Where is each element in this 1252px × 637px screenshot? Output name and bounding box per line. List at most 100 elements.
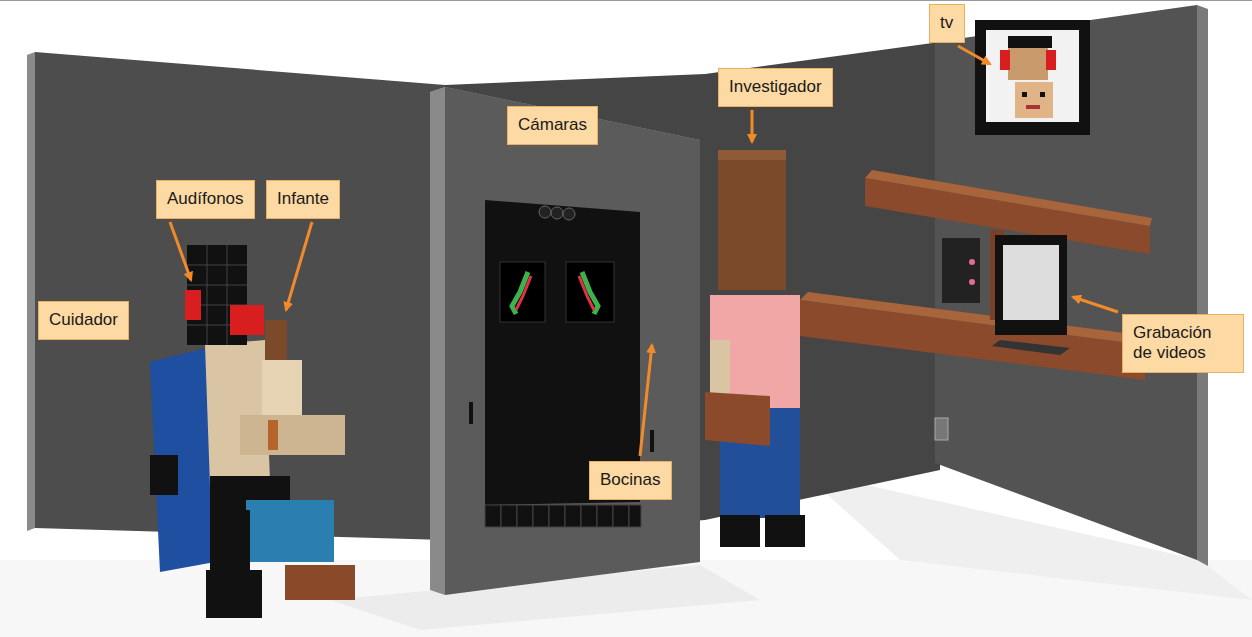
- caregiver-and-infant-part: [206, 570, 262, 618]
- caregiver-and-infant-part: [265, 320, 287, 360]
- researcher-part: [718, 150, 786, 290]
- screen-board-part: [566, 262, 614, 322]
- recording-computer-part: [1003, 245, 1059, 320]
- room-walls-part: [935, 5, 1197, 560]
- button-row-part: [597, 505, 613, 527]
- leader-arrows-part: [751, 110, 754, 142]
- caregiver-and-infant-part: [227, 245, 228, 345]
- callout-text: Cámaras: [518, 115, 587, 135]
- button-row-part: [581, 505, 597, 527]
- room-walls-part: [27, 52, 35, 531]
- caregiver-and-infant-part: [240, 415, 345, 455]
- button-row-part: [533, 505, 549, 527]
- callout-box: tv: [929, 4, 965, 43]
- screen-board-part: [579, 276, 594, 310]
- recording-computer: [942, 235, 1070, 355]
- researcher-part: [765, 515, 805, 547]
- desk-and-shelves-part: [800, 300, 1145, 380]
- button-row-part: [629, 505, 641, 527]
- tv-set-part: [975, 20, 1090, 135]
- button-row-part: [501, 505, 517, 527]
- recording-computer-part: [992, 340, 1070, 355]
- partition-wall-part: [430, 87, 445, 595]
- recording-computer-part: [969, 259, 975, 265]
- callout-box: Bocinas: [589, 461, 672, 500]
- caregiver-and-infant-part: [207, 245, 208, 345]
- tv-set-part: [1000, 50, 1010, 70]
- caregiver-and-infant-part: [187, 265, 247, 266]
- speakers-part: [650, 430, 654, 452]
- caregiver-and-infant-part: [205, 340, 270, 486]
- callout-text: tv: [940, 13, 954, 33]
- callout-box: Cuidador: [38, 301, 129, 340]
- leader-arrows: [170, 46, 1118, 456]
- speakers-part: [469, 402, 473, 424]
- button-row: [485, 505, 641, 527]
- screen-board-part: [516, 276, 531, 310]
- partition-wall: [430, 87, 700, 595]
- cameras-part: [539, 206, 551, 218]
- cameras-part: [551, 207, 563, 219]
- wall-outlet-part: [935, 418, 948, 440]
- caregiver-and-infant-part: [150, 455, 178, 495]
- tv-set-part: [986, 30, 1079, 122]
- callout-text: Cuidador: [49, 310, 118, 330]
- researcher: [705, 150, 805, 547]
- callout-text: Grabación de videos: [1133, 323, 1233, 364]
- callout-text: Audífonos: [167, 189, 244, 209]
- callout-text: Infante: [277, 189, 329, 209]
- screen-board-part: [500, 262, 545, 322]
- caregiver-and-infant-part: [246, 500, 334, 562]
- leader-arrows-part: [170, 222, 191, 280]
- callout-text: Bocinas: [600, 470, 661, 490]
- leader-arrows-part: [1073, 297, 1118, 312]
- researcher-part: [710, 295, 800, 410]
- button-row-part: [517, 505, 533, 527]
- cameras-part: [563, 208, 575, 220]
- callout-text: Investigador: [729, 77, 822, 97]
- cameras: [539, 206, 575, 220]
- caregiver-and-infant-part: [210, 510, 250, 580]
- callout-box: Grabación de videos: [1122, 314, 1244, 373]
- callout-box: Investigador: [718, 68, 833, 107]
- button-row-part: [549, 505, 565, 527]
- researcher-part: [718, 150, 786, 160]
- desk-and-shelves-part: [865, 170, 1152, 226]
- desk-and-shelves: [800, 170, 1152, 380]
- tv-set-part: [1022, 92, 1027, 97]
- callout-box: Cámaras: [507, 106, 598, 145]
- room-walls-part: [1197, 5, 1208, 566]
- leader-arrows-part: [958, 46, 990, 64]
- leader-arrows-part: [640, 345, 652, 456]
- recording-computer-part: [969, 279, 975, 285]
- room-walls-part: [35, 52, 445, 540]
- recording-computer-part: [995, 235, 1067, 335]
- researcher-part: [720, 515, 760, 547]
- speakers: [469, 402, 654, 452]
- caregiver-and-infant-part: [262, 360, 302, 420]
- leader-arrows-part: [286, 222, 312, 310]
- callout-box: Audífonos: [156, 180, 255, 219]
- button-row-part: [613, 505, 629, 527]
- button-row-part: [485, 505, 501, 527]
- caregiver-and-infant-part: [268, 420, 278, 450]
- caregiver-and-infant-part: [187, 285, 247, 286]
- callout-box: Infante: [266, 180, 340, 219]
- caregiver-and-infant-part: [230, 305, 264, 335]
- tv-set: [975, 20, 1090, 135]
- partition-wall-part: [445, 87, 700, 595]
- caregiver-and-infant: [150, 245, 355, 618]
- tv-set-part: [1026, 105, 1040, 109]
- researcher-part: [705, 392, 770, 446]
- tv-set-part: [1046, 50, 1056, 70]
- tv-set-part: [1015, 82, 1053, 118]
- caregiver-and-infant-part: [185, 290, 201, 320]
- tv-set-part: [1040, 92, 1045, 97]
- caregiver-and-infant-part: [285, 565, 355, 600]
- tv-set-part: [1008, 36, 1052, 48]
- recording-computer-part: [942, 238, 980, 303]
